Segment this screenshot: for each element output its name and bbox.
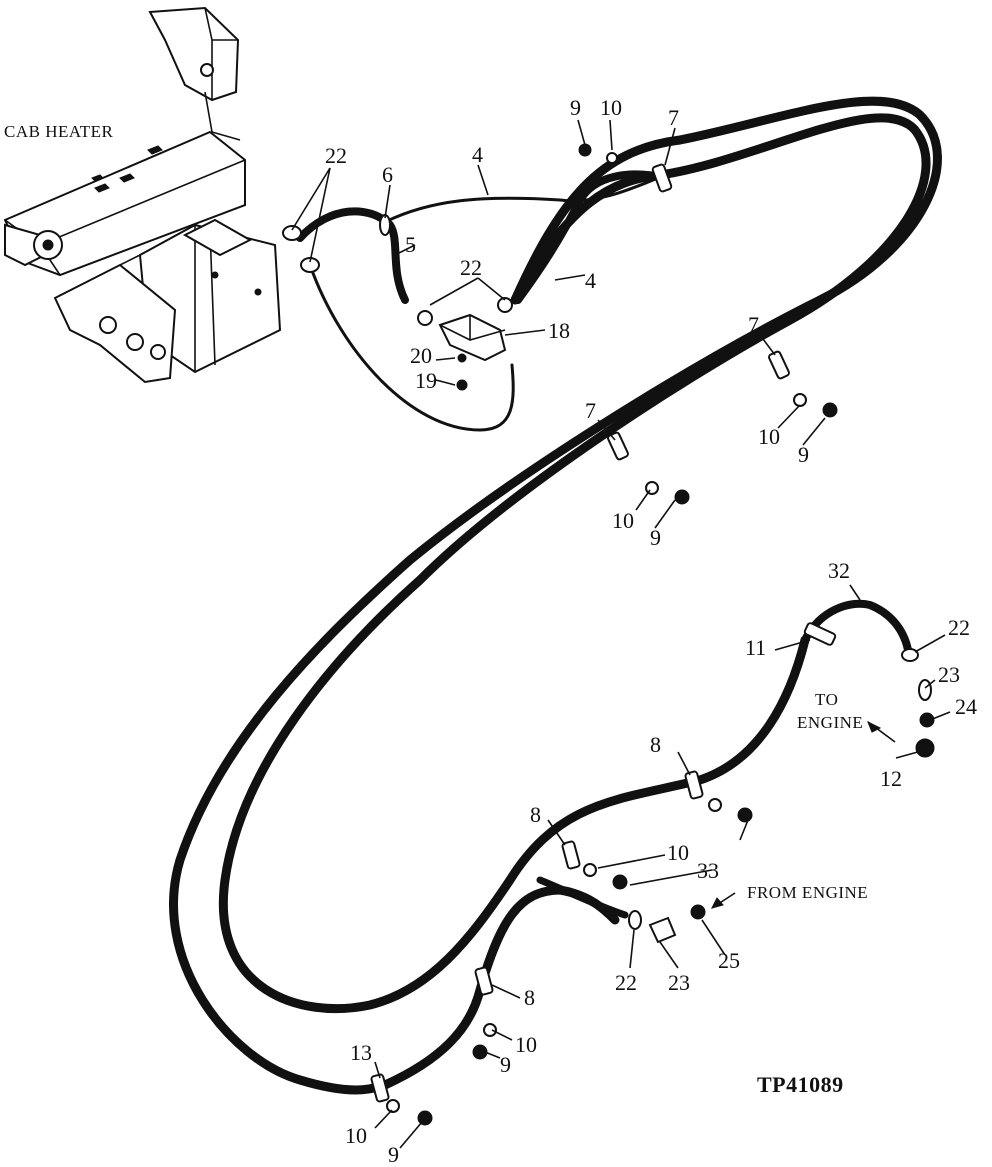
callout: 10 xyxy=(600,95,622,120)
callout: 10 xyxy=(515,1032,537,1057)
callout: 10 xyxy=(345,1123,367,1148)
callout: 23 xyxy=(668,970,690,995)
callout: 8 xyxy=(524,985,535,1010)
callout: 18 xyxy=(548,318,570,343)
callout: 8 xyxy=(650,732,661,757)
hose-straps xyxy=(370,163,837,1103)
callout: 7 xyxy=(668,105,679,130)
callout: 10 xyxy=(667,840,689,865)
callout: 6 xyxy=(382,162,393,187)
callout: 4 xyxy=(585,268,596,293)
note-to-engine-line2: ENGINE xyxy=(797,713,863,732)
callout: 4 xyxy=(472,142,483,167)
callout: 10 xyxy=(612,508,634,533)
cab-heater-unit xyxy=(3,6,282,384)
callout: 32 xyxy=(828,558,850,583)
callout: 19 xyxy=(415,368,437,393)
callout: 8 xyxy=(530,802,541,827)
callout: 22 xyxy=(948,615,970,640)
callout: 9 xyxy=(570,95,581,120)
notes: CAB HEATER TO ENGINE FROM ENGINE TP41089 xyxy=(4,122,868,1097)
engine-fittings xyxy=(628,648,935,944)
hose-assembly xyxy=(169,96,942,1095)
callout: 12 xyxy=(880,766,902,791)
note-cab-heater: CAB HEATER xyxy=(4,122,114,141)
bolts-and-washers xyxy=(386,143,838,1126)
leader-lines xyxy=(211,119,951,1149)
note-from-engine: FROM ENGINE xyxy=(747,883,868,902)
callout: 9 xyxy=(500,1052,511,1077)
callout: 13 xyxy=(350,1040,372,1065)
callout: 7 xyxy=(748,312,759,337)
callout: 9 xyxy=(388,1142,399,1167)
note-to-engine-line1: TO xyxy=(815,690,838,709)
callout: 9 xyxy=(798,442,809,467)
callout: 20 xyxy=(410,343,432,368)
callout: 5 xyxy=(405,232,416,257)
callout: 24 xyxy=(955,694,977,719)
callout-numbers: 22 6 4 5 9 10 7 4 22 18 20 19 7 10 9 7 1… xyxy=(325,95,977,1167)
callout: 9 xyxy=(650,525,661,550)
callout: 23 xyxy=(938,662,960,687)
callout: 33 xyxy=(697,858,719,883)
callout: 11 xyxy=(745,635,766,660)
figure-id: TP41089 xyxy=(757,1072,844,1097)
callout: 25 xyxy=(718,948,740,973)
callout: 22 xyxy=(325,143,347,168)
hose-clamps xyxy=(282,214,391,273)
callout: 7 xyxy=(585,398,596,423)
callout: 22 xyxy=(615,970,637,995)
shutoff-valve xyxy=(417,297,513,391)
callout: 22 xyxy=(460,255,482,280)
callout: 10 xyxy=(758,424,780,449)
